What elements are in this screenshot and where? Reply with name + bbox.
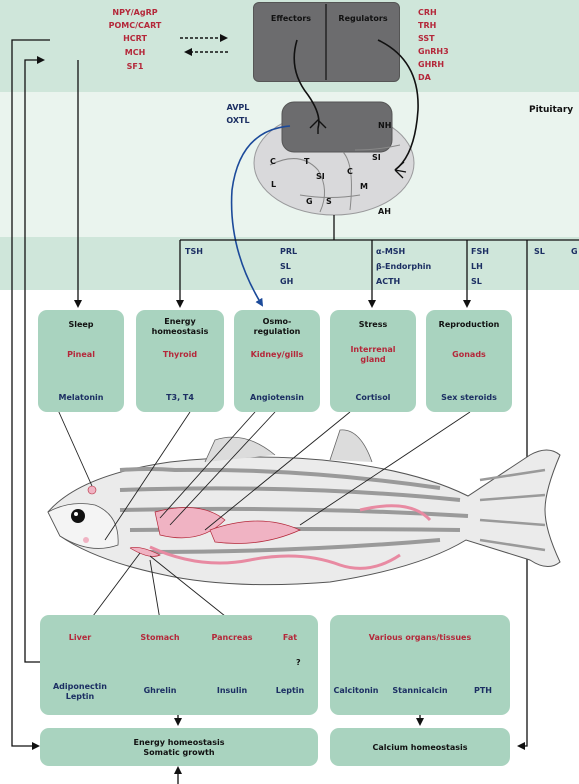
gh-label: GH — [280, 277, 293, 287]
t-cell-label: T — [304, 157, 309, 167]
thyroid-label: Thyroid — [136, 350, 224, 360]
g-cell-label: G — [306, 197, 313, 207]
angiotensin-label: Angiotensin — [234, 393, 320, 403]
cortisol-label: Cortisol — [330, 393, 416, 403]
prl-label: PRL — [280, 247, 297, 257]
stomach-label: Stomach — [122, 633, 198, 643]
adiponectin-leptin-label: Adiponectin Leptin — [40, 682, 120, 702]
msh-label: α-MSH — [376, 247, 405, 257]
m-cell-label: M — [360, 182, 368, 192]
sex-steroids-label: Sex steroids — [426, 393, 512, 403]
sl-label-1: SL — [280, 262, 291, 272]
tsh-label: TSH — [185, 247, 203, 257]
g-partial-label: G — [571, 247, 578, 257]
interrenal-label: Interrenal gland — [330, 345, 416, 365]
fsh-label: FSH — [471, 247, 489, 257]
ah-label: AH — [378, 207, 391, 217]
calcium-outcome-label: Calcium homeostasis — [330, 743, 510, 753]
si-cell-label-1: SI — [316, 172, 325, 182]
si-cell-label-2: SI — [372, 153, 381, 163]
gonads-label: Gonads — [426, 350, 512, 360]
t3-t4-label: T3, T4 — [136, 393, 224, 403]
stress-title: Stress — [330, 320, 416, 330]
sleep-title: Sleep — [38, 320, 124, 330]
melatonin-label: Melatonin — [38, 393, 124, 403]
liver-label: Liver — [40, 633, 120, 643]
reproduction-title: Reproduction — [426, 320, 512, 330]
energy-outcome-label: Energy homeostasis Somatic growth — [40, 738, 318, 758]
calcitonin-label: Calcitonin — [332, 686, 380, 696]
l-cell-label: L — [271, 180, 276, 190]
insulin-label: Insulin — [196, 686, 268, 696]
calcium-organs-box — [330, 615, 510, 715]
lh-label: LH — [471, 262, 483, 272]
fat-label: Fat — [266, 633, 314, 643]
c-cell-label-1: C — [270, 157, 276, 167]
sl-label-3: SL — [534, 247, 545, 257]
pth-label: PTH — [468, 686, 498, 696]
pineal-label: Pineal — [38, 350, 124, 360]
acth-label: ACTH — [376, 277, 400, 287]
leptin-label: Leptin — [266, 686, 314, 696]
sl-label-2: SL — [471, 277, 482, 287]
c-cell-label-2: C — [347, 167, 353, 177]
kidney-gills-label: Kidney/gills — [234, 350, 320, 360]
osmo-title: Osmo- regulation — [234, 317, 320, 337]
various-organs-label: Various organs/tissues — [330, 633, 510, 643]
ghrelin-label: Ghrelin — [122, 686, 198, 696]
s-cell-label: S — [326, 197, 332, 207]
pancreas-label: Pancreas — [196, 633, 268, 643]
stannicalcin-label: Stannicalcin — [388, 686, 452, 696]
energy-title: Energy homeostasis — [136, 317, 224, 337]
endorphin-label: β-Endorphin — [376, 262, 431, 272]
nh-label: NH — [378, 121, 391, 131]
fat-question-mark: ? — [296, 658, 301, 668]
